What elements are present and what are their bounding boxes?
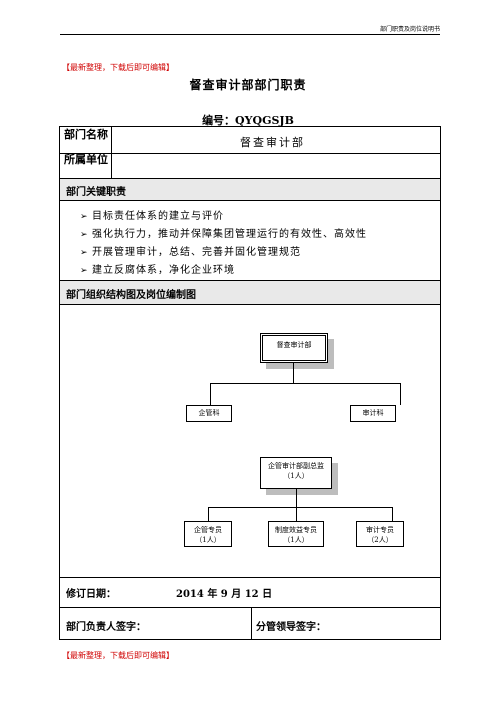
duty-item: ➢建立反腐体系，净化企业环境 — [80, 265, 235, 276]
duties-title: 部门关键职责 — [66, 187, 126, 198]
arrow-bullet-icon: ➢ — [80, 266, 89, 276]
org-node-right-branch: 审计科 — [350, 405, 396, 422]
page-title: 督查审计部部门职责 — [189, 78, 307, 92]
arrow-bullet-icon: ➢ — [80, 248, 89, 258]
arrow-bullet-icon: ➢ — [80, 212, 89, 222]
duties-header-row — [60, 178, 440, 200]
org-node-system-specialist: 制度效益专员 （1人） — [268, 521, 324, 547]
parent-unit-label: 所属单位 — [64, 153, 108, 166]
arrow-bullet-icon: ➢ — [80, 230, 89, 240]
org-node-top: 督查审计部 — [260, 333, 328, 363]
document-code: 编号：QYQGSJB — [202, 114, 294, 127]
revision-date-label: 修订日期： — [66, 589, 116, 600]
org-chart-title: 部门组织结构图及岗位编制图 — [66, 290, 196, 301]
revision-date-value: 2014 年 9 月 12 日 — [176, 589, 273, 600]
duty-item: ➢强化执行力，推动并保障集团管理运行的有效性、高效性 — [80, 229, 367, 240]
leader-signature-label: 分管领导签字： — [256, 622, 326, 633]
dept-name-label: 部门名称 — [64, 128, 108, 141]
org-node-audit-specialist: 审计专员 （2人） — [356, 521, 404, 547]
dept-head-signature-label: 部门负责人签字： — [66, 622, 146, 633]
promo-note-bottom: 【最新整理，下载后即可编辑】 — [62, 651, 174, 660]
org-header-row — [60, 280, 440, 304]
duty-item: ➢开展管理审计，总结、完善并固化管理规范 — [80, 247, 301, 258]
promo-note-top: 【最新整理，下载后即可编辑】 — [62, 63, 174, 72]
org-node-left-branch: 企管科 — [186, 405, 232, 422]
header-rule — [60, 34, 440, 35]
duty-table: 部门名称 督查审计部 所属单位 部门关键职责 ➢目标责任体系的建立与评价 ➢强化… — [59, 126, 441, 640]
duty-item: ➢目标责任体系的建立与评价 — [80, 211, 224, 222]
document-header-label: 部门职责及岗位说明书 — [379, 26, 440, 33]
dept-name-value: 督查审计部 — [240, 136, 305, 149]
org-node-enterprise-specialist: 企管专员 （1人） — [184, 521, 232, 547]
org-node-deputy-director: 企管审计部副总监 （1人） — [260, 457, 332, 489]
